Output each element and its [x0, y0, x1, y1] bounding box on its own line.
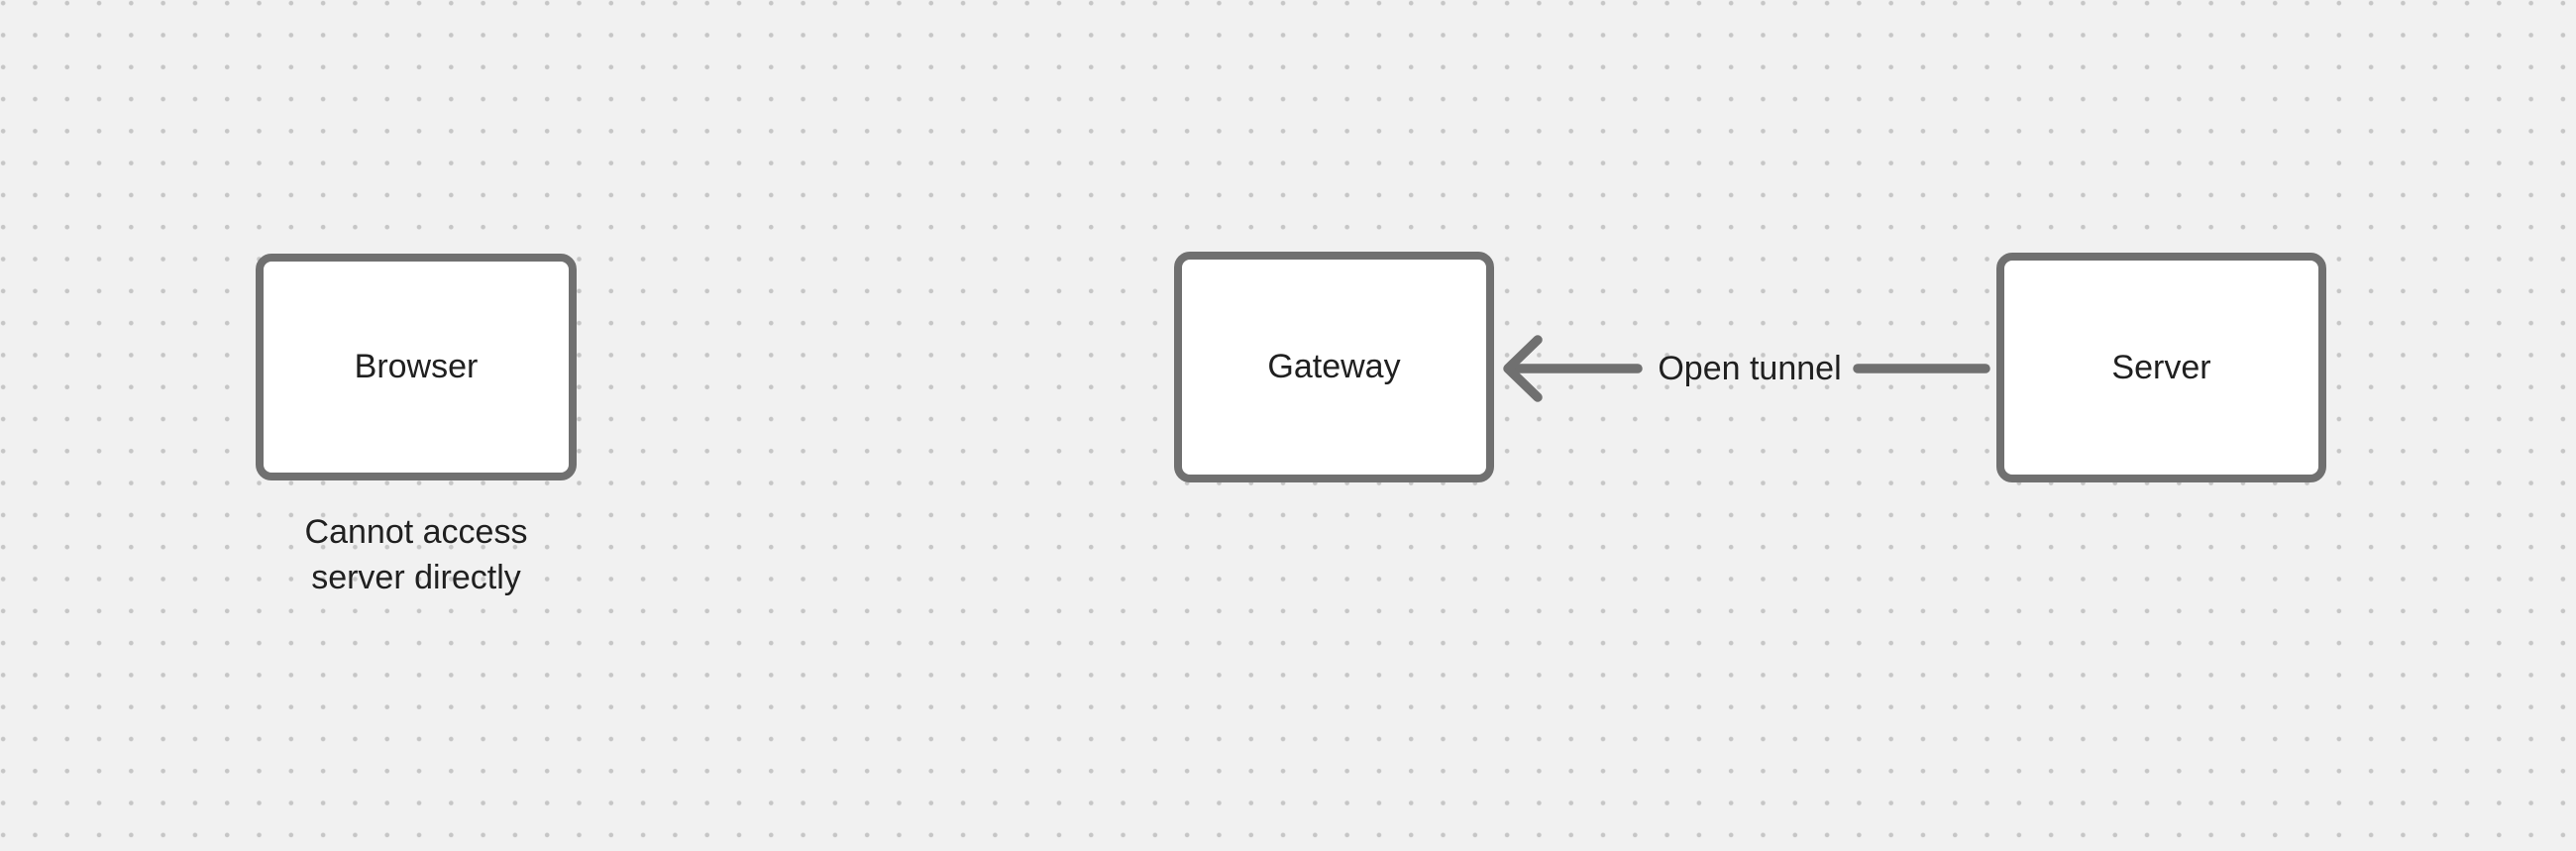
node-gateway-label: Gateway: [1267, 348, 1401, 386]
tunnel-arrow-label[interactable]: Open tunnel: [1658, 350, 1842, 387]
tunnel-arrowhead-icon: [1503, 335, 1543, 402]
node-gateway[interactable]: Gateway: [1174, 252, 1494, 482]
browser-caption-line-1: Cannot access: [304, 513, 528, 551]
browser-caption-text[interactable]: Cannot access server directly: [228, 509, 604, 600]
node-server-label: Server: [2111, 348, 2211, 386]
node-browser-label: Browser: [354, 348, 479, 386]
node-server[interactable]: Server: [1996, 253, 2326, 482]
browser-caption-line-2: server directly: [311, 559, 521, 596]
node-browser[interactable]: Browser: [256, 254, 577, 480]
